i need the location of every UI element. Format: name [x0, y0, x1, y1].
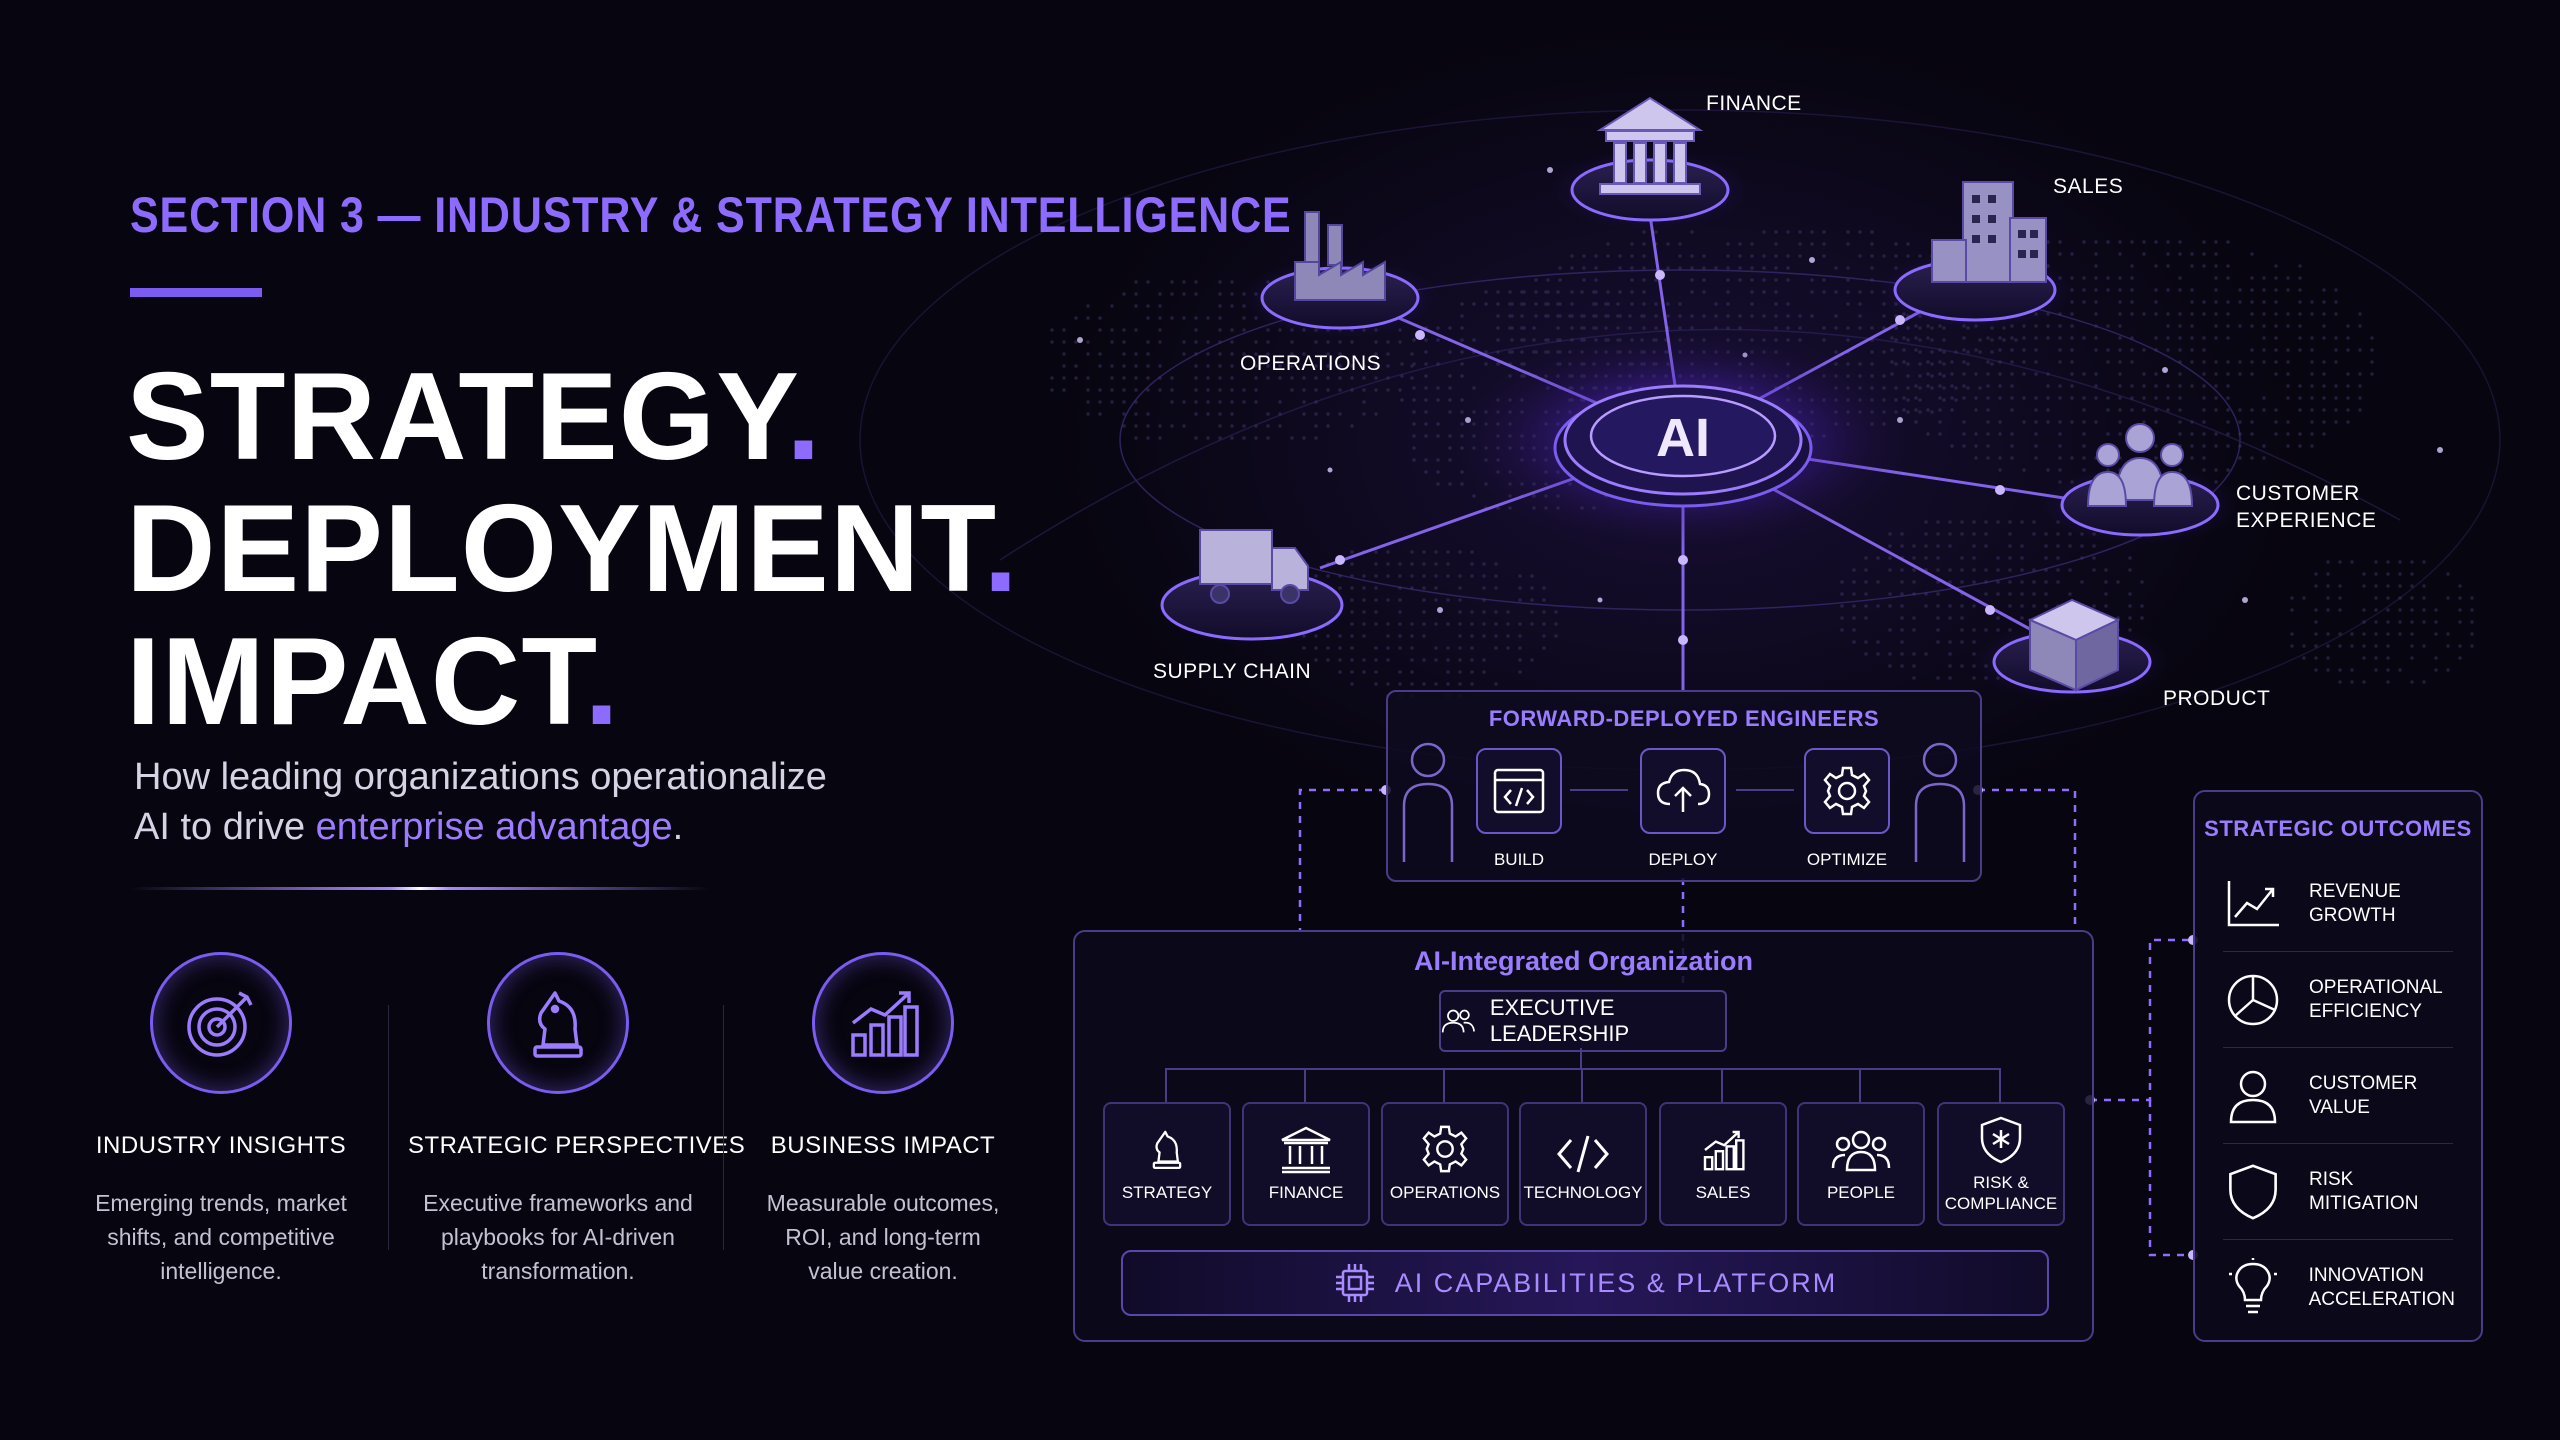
engineer-left-icon: [1402, 742, 1454, 862]
customer-experience-node-people-icon: [2086, 423, 2194, 507]
dept-risk-compliance[interactable]: RISK &COMPLIANCE: [1937, 1102, 2065, 1226]
gear-icon: [1804, 748, 1890, 834]
people-icon: [1799, 1104, 1923, 1174]
tool-deploy[interactable]: DEPLOY: [1638, 748, 1728, 870]
ai-hub-label: AI: [1656, 408, 1710, 468]
feature-business-impact: BUSINESS IMPACT Measurable outcomes,ROI,…: [733, 952, 1033, 1288]
operations-node-label: OPERATIONS: [1240, 352, 1382, 375]
hero-subtitle: How leading organizations operationalize…: [134, 756, 827, 848]
feature-divider: [388, 1005, 389, 1250]
trend-up-icon: [2221, 872, 2285, 936]
tool-build[interactable]: BUILD: [1474, 748, 1564, 870]
ai-hub: [1453, 330, 1913, 550]
feature-divider: [723, 1005, 724, 1250]
lightbulb-icon: [2221, 1256, 2285, 1320]
glow-divider: [130, 887, 710, 890]
subtitle-accent: enterprise advantage: [315, 806, 673, 848]
tool-optimize[interactable]: OPTIMIZE: [1802, 748, 1892, 870]
supply-chain-node-label: SUPPLY CHAIN: [1153, 660, 1312, 683]
dept-sales[interactable]: SALES: [1659, 1102, 1787, 1226]
bank-icon: [1244, 1104, 1368, 1174]
chess-knight-icon: [487, 952, 629, 1094]
dept-technology[interactable]: TECHNOLOGY: [1519, 1102, 1647, 1226]
hero-line-deployment: DEPLOYMENT.: [126, 480, 1019, 618]
forward-deployed-engineers-panel: FORWARD-DEPLOYED ENGINEERS BUILD DEPLOY: [1386, 690, 1982, 882]
pie-chart-icon: [2221, 968, 2285, 1032]
feature-strategic-perspectives: STRATEGIC PERSPECTIVES Executive framewo…: [408, 952, 745, 1288]
product-node-label: PRODUCT: [2163, 687, 2271, 710]
section-title: SECTION 3 — INDUSTRY & STRATEGY INTELLIG…: [130, 187, 1292, 243]
hero-line-impact: IMPACT.: [126, 613, 620, 751]
person-icon: [2221, 1064, 2285, 1128]
bar-chart-growth-icon: [812, 952, 954, 1094]
sales-node-label: SALES: [2053, 175, 2124, 198]
ai-integrated-organization-panel: AI-Integrated Organization EXECUTIVE LEA…: [1073, 930, 2094, 1342]
ai-capabilities-platform-bar[interactable]: AI CAPABILITIES & PLATFORM: [1121, 1250, 2049, 1316]
dept-operations[interactable]: OPERATIONS: [1381, 1102, 1509, 1226]
finance-node-label: FINANCE: [1706, 92, 1802, 115]
engineer-right-icon: [1914, 742, 1966, 862]
fde-title: FORWARD-DEPLOYED ENGINEERS: [1488, 706, 1880, 731]
outcomes-title: STRATEGIC OUTCOMES: [2204, 816, 2472, 841]
cloud-upload-icon: [1640, 748, 1726, 834]
code-icon: [1521, 1104, 1645, 1174]
code-window-icon: [1476, 748, 1562, 834]
executive-leadership-box[interactable]: EXECUTIVE LEADERSHIP: [1439, 990, 1727, 1052]
org-title: AI-Integrated Organization: [1413, 946, 1754, 976]
people-icon: [1441, 1009, 1475, 1033]
supply-chain-node-truck-icon: [1199, 529, 1309, 604]
bar-chart-icon: [1661, 1104, 1785, 1174]
chess-knight-icon: [1105, 1104, 1229, 1174]
finance-node-bank-icon: [1596, 96, 1704, 195]
product-node-box-icon: [2027, 598, 2121, 692]
operations-node-factory-icon: [1294, 211, 1386, 301]
gear-icon: [1383, 1104, 1507, 1174]
dept-people[interactable]: PEOPLE: [1797, 1102, 1925, 1226]
shield-icon: [2221, 1160, 2285, 1224]
section-accent-bar: [130, 288, 262, 297]
dept-finance[interactable]: FINANCE: [1242, 1102, 1370, 1226]
feature-industry-insights: INDUSTRY INSIGHTS Emerging trends, marke…: [71, 952, 371, 1288]
hero-line-strategy: STRATEGY.: [126, 348, 822, 486]
shield-icon: [1939, 1104, 2063, 1164]
target-icon: [150, 952, 292, 1094]
chip-icon: [1335, 1264, 1374, 1302]
dept-strategy[interactable]: STRATEGY: [1103, 1102, 1231, 1226]
